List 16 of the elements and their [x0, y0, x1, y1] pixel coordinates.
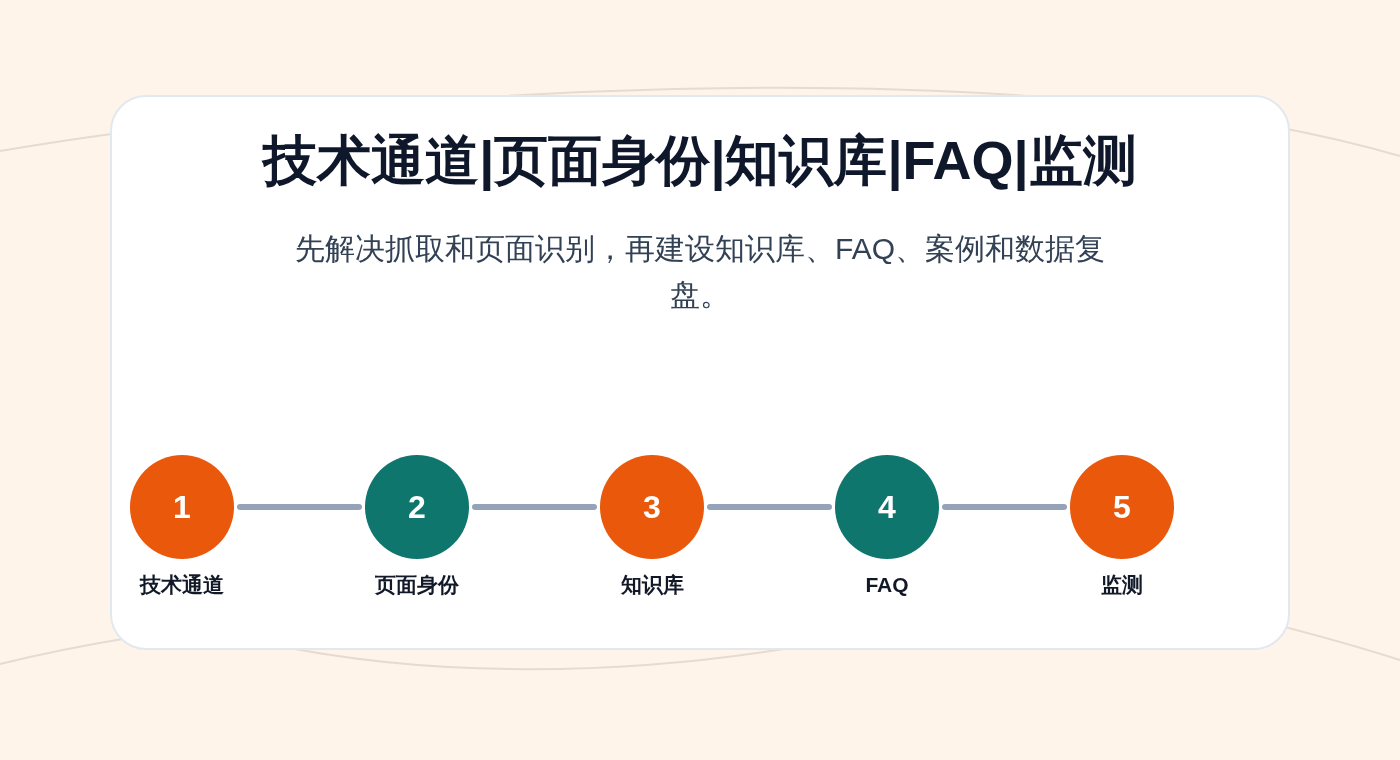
step-number: 4: [878, 488, 896, 526]
connector-line: [707, 504, 832, 510]
step-label: 知识库: [620, 572, 684, 598]
step-label: 监测: [1101, 572, 1143, 598]
step-number: 1: [173, 488, 191, 526]
connector-line: [942, 504, 1067, 510]
title: 技术通道|页面身份|知识库|FAQ|监测: [263, 129, 1137, 192]
step-number: 5: [1113, 488, 1131, 526]
connector-line: [472, 504, 597, 510]
step-label: 页面身份: [375, 572, 459, 598]
step-number: 3: [643, 488, 661, 526]
step-label: 技术通道: [140, 572, 224, 598]
step-number: 2: [408, 488, 426, 526]
step-label: FAQ: [865, 572, 909, 598]
connector-line: [237, 504, 362, 510]
subtitle: 先解决抓取和页面识别，再建设知识库、FAQ、案例和数据复盘。: [294, 231, 1106, 313]
